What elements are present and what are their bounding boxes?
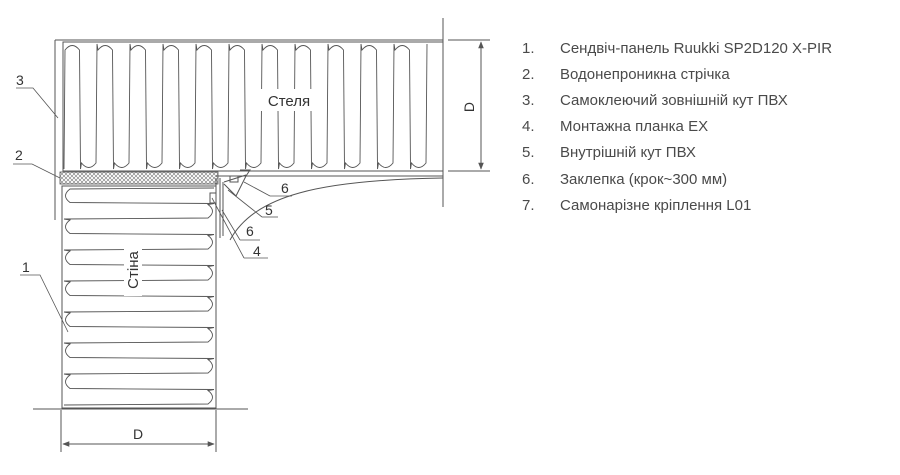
legend-text: Водонепроникна стрічка: [560, 65, 730, 83]
corner-fittings: [209, 169, 444, 250]
callout-6-lower: 6: [246, 223, 254, 239]
legend-item: 2. Водонепроникна стрічка: [522, 61, 832, 87]
legend-item: 6. Заклепка (крок~300 мм): [522, 166, 832, 192]
legend-number: 1.: [522, 39, 535, 57]
callout-4: 4: [253, 243, 261, 259]
legend-number: 7.: [522, 196, 535, 214]
legend-number: 2.: [522, 65, 535, 83]
callout-2: 2: [15, 147, 23, 163]
callout-6-upper: 6: [281, 180, 289, 196]
waterproof-tape: [59, 171, 219, 185]
legend-number: 3.: [522, 91, 535, 109]
legend-item: 3. Самоклеючий зовнішній кут ПВХ: [522, 87, 832, 113]
ceiling-panel: [54, 18, 444, 220]
dimension-wall-thickness: [60, 410, 217, 452]
legend-item: 4. Монтажна планка EX: [522, 114, 832, 140]
wall-insulation-core: [63, 187, 215, 406]
legend-text: Самоклеючий зовнішній кут ПВХ: [560, 91, 788, 109]
legend-list: 1. Сендвіч-панель Ruukki SP2D120 X-PIR 2.…: [522, 35, 832, 218]
wall-label: Стіна: [125, 251, 142, 289]
legend-text: Внутрішній кут ПВХ: [560, 144, 696, 162]
legend-text: Монтажна планка EX: [560, 118, 709, 136]
callout-5: 5: [265, 202, 273, 218]
ceiling-insulation-loops: [63, 43, 428, 170]
dimension-ceiling-thickness: [448, 39, 490, 172]
legend-item: 7. Самонарізне кріплення L01: [522, 192, 832, 218]
ceiling-label: Стеля: [268, 93, 310, 110]
legend-text: Самонарізне кріплення L01: [560, 196, 752, 214]
wall-insulation-loops: [63, 187, 215, 406]
legend-item: 5. Внутрішній кут ПВХ: [522, 140, 832, 166]
wall-panel: [33, 185, 248, 410]
legend-item: 1. Сендвіч-панель Ruukki SP2D120 X-PIR: [522, 35, 832, 61]
dimension-label-top: D: [461, 102, 477, 112]
legend-number: 5.: [522, 144, 535, 162]
legend-text: Заклепка (крок~300 мм): [560, 170, 728, 188]
legend-number: 6.: [522, 170, 535, 188]
callout-leaders: [13, 87, 292, 333]
callout-1: 1: [22, 259, 30, 275]
dimension-label-bottom: D: [133, 426, 143, 442]
legend-number: 4.: [522, 118, 535, 136]
legend-text: Сендвіч-панель Ruukki SP2D120 X-PIR: [560, 39, 833, 57]
ceiling-insulation-core: [63, 43, 428, 170]
callout-3: 3: [16, 72, 24, 88]
